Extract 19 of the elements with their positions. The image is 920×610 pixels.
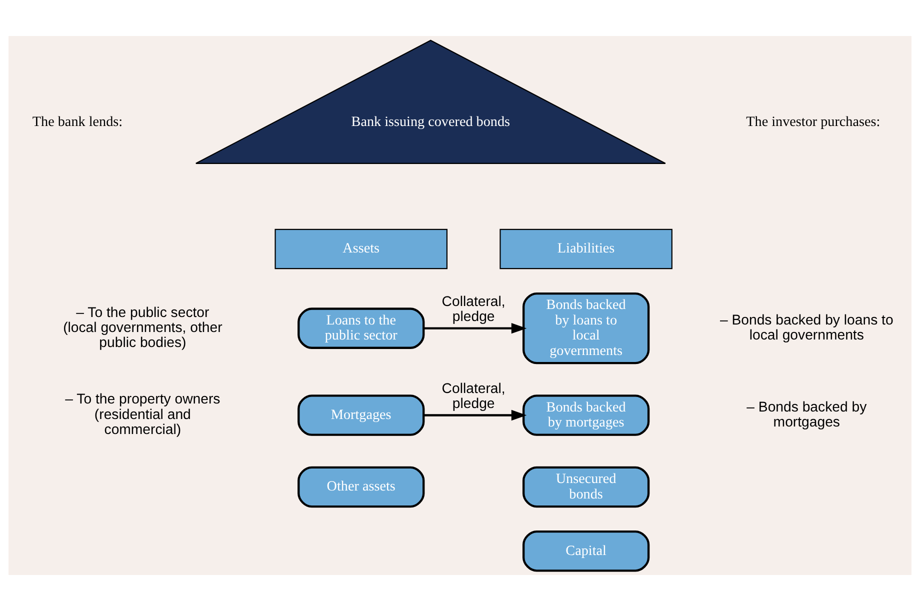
label: The bank lends: xyxy=(32,114,123,130)
node-box: Bonds backed by loans to local governments xyxy=(522,292,650,364)
label: – Bonds backed by mortgages xyxy=(746,398,867,430)
node-box: Liabilities xyxy=(500,228,672,269)
node-box: Unsecured bonds xyxy=(522,466,650,508)
label: – To the public sector (local governments, other public bodies) xyxy=(63,303,222,350)
edge-label: Collateral, pledge xyxy=(442,379,506,411)
label: – Bonds backed by loans to local governments xyxy=(720,310,894,342)
node-box: Assets xyxy=(274,228,448,269)
node-box: Loans to the public sector xyxy=(298,307,425,348)
label: – To the property owners (residential and commercial) xyxy=(65,390,220,437)
node-box: Bonds backed by mortgages xyxy=(522,394,650,436)
arrow xyxy=(424,322,527,334)
label: The investor purchases: xyxy=(746,114,880,130)
node-box: Capital xyxy=(522,530,650,572)
arrow xyxy=(424,409,527,420)
node-box: Mortgages xyxy=(298,394,425,436)
node-box: Other assets xyxy=(298,466,425,508)
edge-label: Collateral, pledge xyxy=(442,292,506,324)
